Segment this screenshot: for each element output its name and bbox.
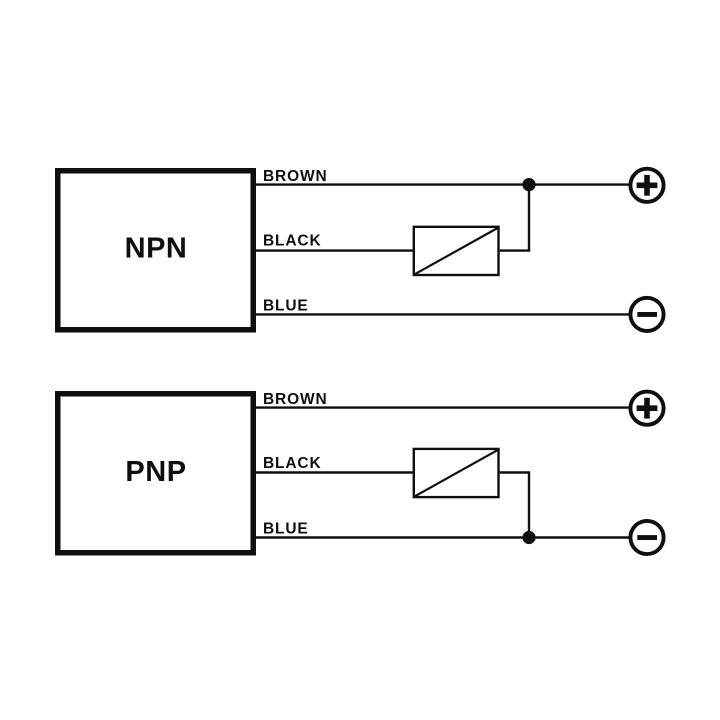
svg-text:PNP: PNP (125, 456, 186, 488)
svg-text:NPN: NPN (125, 233, 188, 265)
svg-text:BLUE: BLUE (263, 297, 309, 314)
svg-text:BROWN: BROWN (263, 168, 328, 185)
svg-text:BLACK: BLACK (263, 233, 322, 250)
svg-text:BLACK: BLACK (263, 455, 322, 472)
svg-text:BLUE: BLUE (263, 521, 309, 538)
svg-text:BROWN: BROWN (263, 391, 328, 408)
